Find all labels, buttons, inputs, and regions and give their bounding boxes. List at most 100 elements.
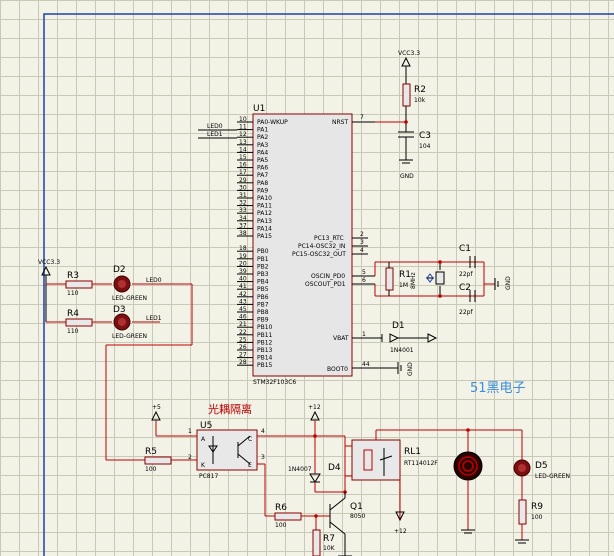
r6-ref: R6: [275, 503, 287, 513]
u5-pin4: 4: [261, 428, 265, 435]
mcu-pin-name: PA12: [257, 210, 272, 217]
r7-ref: R7: [323, 534, 335, 544]
mcu-pin-name: PB8: [257, 309, 269, 316]
pin-vbat-num: 1: [362, 331, 366, 338]
plus12-top-label: +12: [308, 404, 321, 411]
u5-pin-k: K: [201, 462, 206, 469]
u5-pin-a: A: [201, 436, 206, 443]
junction-r7: [314, 514, 318, 518]
d4-ref: D4: [328, 463, 341, 473]
u5-title: 光耦隔离: [208, 402, 252, 416]
vcc-left-arrow: [41, 265, 51, 276]
c3-ref: C3: [419, 131, 431, 141]
pin-oscin-num: 5: [362, 269, 366, 276]
diode-d4[interactable]: D4 1N4007: [288, 463, 341, 492]
u5-pin2: 2: [188, 454, 192, 461]
r9-ref: R9: [531, 502, 543, 512]
mcu-pin-number: 31: [239, 192, 247, 199]
d4-val: 1N4007: [288, 466, 312, 473]
vcc-top-arrow: [401, 56, 411, 67]
pin-oscout-name: OSCOUT_PD1: [305, 281, 346, 288]
transistor-q1[interactable]: Q1 8050: [329, 492, 365, 556]
mcu-pin-name: PB15: [257, 362, 273, 369]
x1-marker: [426, 273, 434, 283]
mcu-pin-number: 21: [239, 321, 247, 328]
mcu-pin-name: PB3: [257, 271, 269, 278]
mcu-pin-name: PA7: [257, 172, 268, 179]
r3-ref: R3: [67, 271, 79, 281]
led-circuit[interactable]: VCC3.3 R3 110 R4 110 D2 LED-GREEN D3 LED…: [38, 259, 193, 461]
mcu-pin-number: 41: [239, 283, 247, 290]
r7-body[interactable]: [312, 529, 321, 556]
pin-pc14-name: PC14-OSC32_IN: [298, 243, 345, 250]
mcu-pin-name: PB14: [257, 355, 273, 362]
mcu-pin-number: 32: [239, 200, 247, 207]
mcu-pin-number: 15: [239, 154, 247, 161]
mcu-pin-name: PB7: [257, 301, 269, 308]
vbat-power-arrow: [427, 333, 438, 343]
relay-rl1[interactable]: RL1 RT114012F: [351, 439, 438, 481]
mcu-pin-name: PA3: [257, 142, 268, 149]
d1-ref: D1: [392, 321, 405, 331]
rl1-switch-arm: [379, 455, 393, 461]
mcu-pin-number: 28: [239, 359, 247, 366]
r2-ref: R2: [414, 85, 426, 95]
net-led1-label: LED1: [207, 131, 223, 138]
u5-pin1: 1: [188, 428, 192, 435]
plus12-bot-label: +12: [394, 528, 407, 535]
mcu-pin-name: PA13: [257, 218, 272, 225]
mcu-pin-number: 16: [239, 162, 247, 169]
load-lamp[interactable]: [453, 430, 483, 534]
crystal-circuit[interactable]: R1 1M 8MHz C1 22pf C2 22pf GND: [374, 244, 512, 316]
r1-body: [385, 267, 394, 291]
pin-oscout-num: 6: [362, 277, 366, 284]
mcu-pin-number: 26: [239, 344, 247, 351]
mcu-pin-number: 12: [239, 131, 247, 138]
u5-val: PC817: [199, 473, 218, 480]
mcu-pin-number: 37: [239, 222, 247, 229]
mcu-part: STM32F103C6: [253, 379, 296, 386]
q1-collector: [329, 497, 346, 511]
mcu-pin-number: 40: [239, 276, 247, 283]
c1-val: 22pf: [459, 271, 473, 278]
q1-ref: Q1: [350, 502, 363, 512]
plus5-arrow: [151, 410, 161, 421]
r6-body[interactable]: [274, 512, 302, 521]
r5-body[interactable]: [144, 456, 172, 465]
mcu-pin-number: 29: [239, 177, 247, 184]
mcu-pin-name: PA10: [257, 195, 272, 202]
q1-val: 8050: [350, 513, 365, 520]
optocoupler-u5[interactable]: 光耦隔离 U5 A K C E 1 2 3 4 PC817: [188, 402, 265, 480]
mcu-pin-name: PB6: [257, 294, 269, 301]
pin-pc13-name: PC13_RTC: [314, 235, 344, 242]
mcu-pin-name: PB0: [257, 248, 269, 255]
mcu-pin-name: PA11: [257, 203, 272, 210]
reset-circuit[interactable]: VCC3.3 R2 10k C3 104 GND: [375, 50, 431, 180]
vbat-circuit[interactable]: D1 1N4001: [381, 321, 438, 354]
mcu-pin-name: PB1: [257, 256, 269, 263]
x1-val: 8MHz: [410, 272, 417, 289]
d2-ref: D2: [113, 265, 126, 275]
mcu-pin-name: PB9: [257, 317, 269, 324]
c2-ref: C2: [459, 283, 471, 293]
mcu-pin-name: PA2: [257, 134, 268, 141]
r5-ref: R5: [145, 447, 157, 457]
mcu-pin-name: PB2: [257, 263, 269, 270]
plus12-bot-arrow: [395, 511, 405, 522]
r1-ref: R1: [399, 270, 411, 280]
plus12-top-arrow: [310, 410, 320, 421]
u5-transistor-c: [237, 435, 251, 447]
r3-val: 110: [67, 290, 79, 297]
mcu-pin-number: 45: [239, 306, 247, 313]
sheet-border: [43, 13, 614, 556]
pin-boot0-num: 44: [362, 361, 370, 368]
pin-pc13-num: 2: [360, 231, 364, 238]
u5-pin-e: E: [248, 462, 252, 469]
pin-pc15-num: 4: [360, 247, 364, 254]
mcu-pin-name: PA1: [257, 127, 268, 134]
r9-body: [518, 499, 527, 525]
c3-val: 104: [419, 143, 431, 150]
led-d5[interactable]: D5 LED-GREEN R9 100: [513, 430, 570, 544]
pin-boot0-name: BOOT0: [327, 366, 348, 373]
